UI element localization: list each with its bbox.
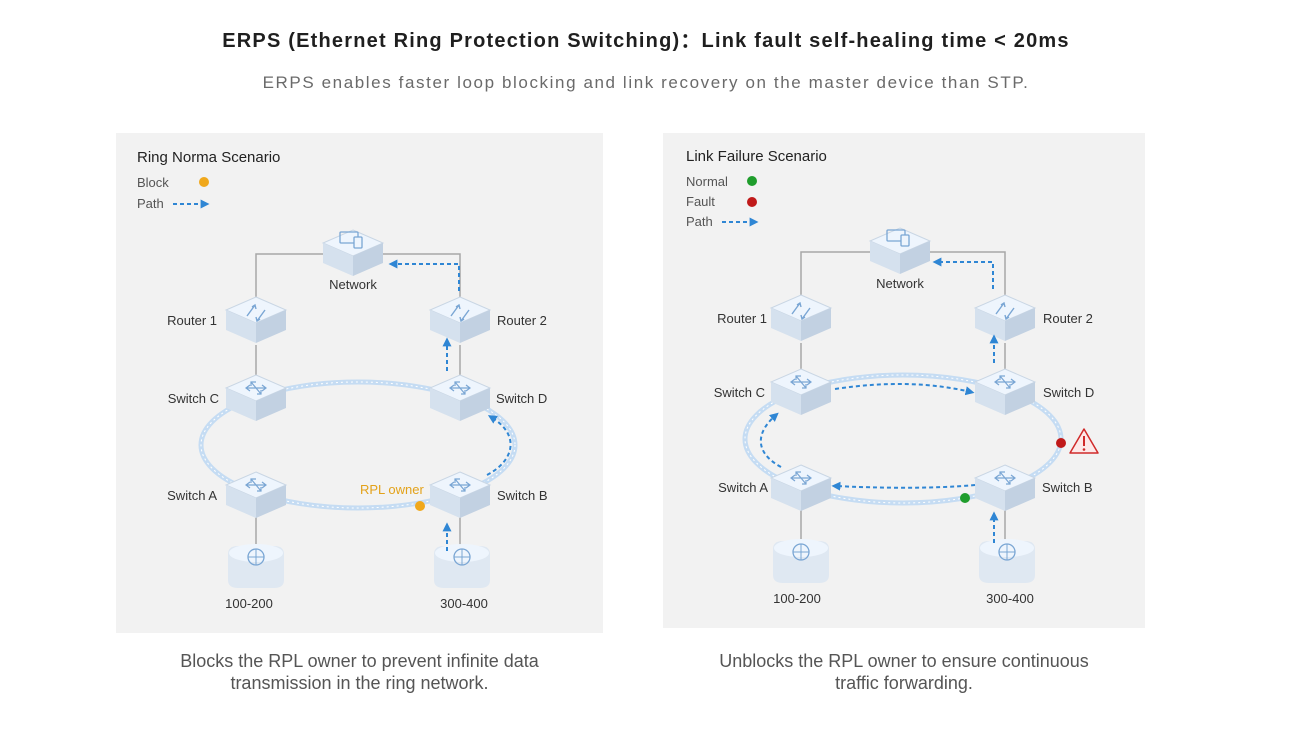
network-label: Network (329, 277, 377, 292)
traffic-path (759, 257, 999, 543)
switch-d-label: Switch D (1043, 385, 1094, 400)
ring-normal-diagram: Ring Norma Scenario Block Path Network R… (137, 149, 548, 611)
legend-normal-dot (747, 176, 757, 186)
page-title: ERPS (Ethernet Ring Protection Switching… (222, 30, 1070, 52)
router2-label: Router 2 (1043, 311, 1093, 326)
switch-a-label: Switch A (718, 480, 768, 495)
switch-a-icon (225, 471, 287, 519)
warning-triangle-icon (1069, 428, 1099, 454)
switch-d-label: Switch D (496, 391, 547, 406)
router1-icon (225, 296, 287, 344)
router2-icon (429, 296, 491, 344)
host1-label: 100-200 (773, 591, 821, 606)
legend-fault-label: Fault (686, 194, 715, 209)
right-caption-line2: traffic forwarding. (835, 673, 973, 693)
router2-label: Router 2 (497, 313, 547, 328)
network-label: Network (876, 276, 924, 291)
traffic-path (388, 259, 512, 551)
rpl-block-dot (415, 501, 425, 511)
host2-label: 300-400 (986, 591, 1034, 606)
panel-heading: Link Failure Scenario (686, 148, 827, 165)
switch-c-icon (225, 374, 287, 422)
switch-b-icon (429, 471, 491, 519)
router1-label: Router 1 (167, 313, 217, 328)
switch-a-icon (770, 464, 832, 512)
legend-block-label: Block (137, 175, 169, 190)
panel-heading: Ring Norma Scenario (137, 149, 280, 166)
switch-d-icon (429, 374, 491, 422)
switch-c-icon (770, 368, 832, 416)
switch-d-icon (974, 368, 1036, 416)
legend-path-label: Path (686, 214, 713, 229)
host1-icon (228, 544, 284, 588)
switch-c-label: Switch C (714, 385, 765, 400)
router1-label: Router 1 (717, 311, 767, 326)
switch-c-label: Switch C (168, 391, 219, 406)
switch-b-label: Switch B (497, 488, 548, 503)
legend-path-label: Path (137, 196, 164, 211)
network-icon (869, 227, 931, 275)
router1-icon (770, 294, 832, 342)
host1-label: 100-200 (225, 596, 273, 611)
host1-icon (773, 539, 829, 583)
left-caption-line1: Blocks the RPL owner to prevent infinite… (180, 651, 539, 671)
fault-port-dot (1056, 438, 1066, 448)
right-caption: Unblocks the RPL owner to ensure continu… (663, 650, 1145, 694)
switch-a-label: Switch A (167, 488, 217, 503)
left-caption: Blocks the RPL owner to prevent infinite… (116, 650, 603, 694)
ring-normal-panel: Ring Norma Scenario Block Path Network R… (116, 133, 603, 633)
page-subtitle: ERPS enables faster loop blocking and li… (262, 73, 1030, 92)
network-icon (322, 229, 384, 277)
legend-block-dot (199, 177, 209, 187)
rpl-owner-label: RPL owner (360, 482, 424, 497)
normal-port-dot (960, 493, 970, 503)
link-failure-panel: Link Failure Scenario Normal Fault Path … (663, 133, 1145, 628)
switch-b-label: Switch B (1042, 480, 1093, 495)
ring-link-dots (200, 381, 516, 509)
legend-normal-label: Normal (686, 174, 728, 189)
link-failure-diagram: Link Failure Scenario Normal Fault Path … (686, 148, 1099, 606)
switch-b-icon (974, 464, 1036, 512)
legend-fault-dot (747, 197, 757, 207)
host2-icon (979, 539, 1035, 583)
host2-icon (434, 544, 490, 588)
right-caption-line1: Unblocks the RPL owner to ensure continu… (719, 651, 1089, 671)
host2-label: 300-400 (440, 596, 488, 611)
router2-icon (974, 294, 1036, 342)
left-caption-line2: transmission in the ring network. (230, 673, 489, 693)
